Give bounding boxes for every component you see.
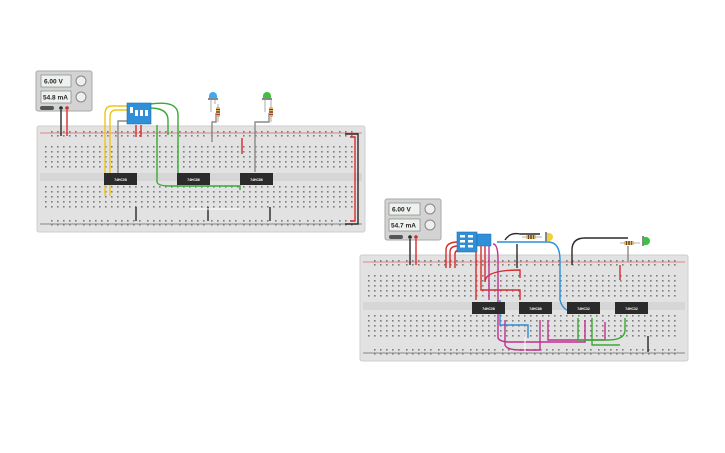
wire[interactable]: [345, 133, 359, 225]
voltage-display: [388, 202, 421, 216]
switch-toggle[interactable]: [145, 110, 148, 116]
current-display: [388, 218, 421, 232]
chip-label: 74HC86: [187, 178, 200, 182]
chip-label: 74HC86: [529, 307, 542, 311]
wire[interactable]: [547, 320, 606, 341]
resistor-1-1[interactable]: [216, 104, 220, 122]
voltage-knob[interactable]: [75, 75, 87, 87]
wire[interactable]: [149, 107, 169, 135]
led-bulb: [546, 233, 553, 241]
switch-toggle[interactable]: [468, 235, 473, 238]
chip-2-4[interactable]: 74HC32: [615, 302, 648, 314]
switch-toggle[interactable]: [460, 240, 465, 243]
chip-1-2[interactable]: 74HC86: [177, 173, 210, 185]
chip-2-1[interactable]: 74HC08: [472, 302, 505, 314]
switch-toggle[interactable]: [130, 107, 133, 113]
wire[interactable]: [350, 136, 356, 222]
wire[interactable]: [480, 240, 521, 300]
chip-1-3[interactable]: 74HC86: [240, 173, 273, 185]
chip-1-1[interactable]: 74HC08: [104, 173, 137, 185]
switch-toggle[interactable]: [460, 235, 465, 238]
chip-2-3[interactable]: 74HC32: [567, 302, 600, 314]
wire[interactable]: [211, 113, 217, 142]
led-bulb: [643, 237, 650, 245]
chip-label: 74HC32: [625, 307, 638, 311]
switch-toggle[interactable]: [468, 240, 473, 243]
switch-toggle[interactable]: [135, 110, 138, 116]
positive-terminal[interactable]: [65, 106, 69, 110]
current-knob[interactable]: [424, 219, 436, 231]
wire[interactable]: [504, 232, 540, 241]
current-knob[interactable]: [75, 91, 87, 103]
wire[interactable]: [484, 244, 521, 283]
breadboard-holes: [368, 260, 676, 355]
chip-label: 74HC32: [577, 307, 590, 311]
power-switch[interactable]: [40, 106, 54, 110]
wire[interactable]: [492, 243, 586, 343]
switch-toggle[interactable]: [468, 245, 473, 248]
chip-label: 74HC08: [114, 178, 127, 182]
chip-label: 74HC08: [482, 307, 495, 311]
resistor-2-1[interactable]: [522, 235, 542, 239]
power-supply-2[interactable]: 6.00 V 54.7 mA: [384, 198, 442, 241]
wire[interactable]: [254, 113, 270, 172]
dip-switch-2[interactable]: [456, 231, 492, 253]
led-2-green[interactable]: [642, 236, 650, 246]
positive-terminal[interactable]: [414, 235, 418, 239]
resistor-2-2[interactable]: [620, 241, 640, 245]
resistor-1-2[interactable]: [269, 100, 273, 122]
chip-label: 74HC86: [250, 178, 263, 182]
current-readout: 54.8 mA: [43, 95, 68, 102]
wire[interactable]: [591, 318, 620, 346]
led-1-green[interactable]: [262, 92, 272, 112]
wire[interactable]: [445, 241, 459, 268]
wire[interactable]: [449, 245, 459, 268]
voltage-readout: 6.00 V: [44, 79, 63, 86]
circuit-1: 6.00 V 54.8 mA: [35, 70, 366, 233]
wire[interactable]: [571, 237, 628, 265]
dip-switch-1[interactable]: [126, 102, 152, 125]
power-supply-1[interactable]: 6.00 V 54.8 mA: [35, 70, 93, 112]
led-2-yellow[interactable]: [545, 232, 553, 242]
led-bulb: [209, 92, 217, 99]
wire[interactable]: [504, 320, 541, 351]
wire[interactable]: [109, 109, 130, 196]
circuit-2: 6.00 V 54.7 mA: [359, 198, 689, 362]
current-display: [40, 90, 72, 104]
wire[interactable]: [577, 318, 626, 341]
chip-2-2[interactable]: 74HC86: [519, 302, 552, 314]
switch-toggle[interactable]: [140, 110, 143, 116]
breadboard-holes: [45, 131, 353, 226]
negative-terminal[interactable]: [408, 235, 412, 239]
switch-toggle[interactable]: [460, 245, 465, 248]
voltage-display: [40, 74, 72, 88]
power-switch[interactable]: [389, 235, 403, 239]
wire[interactable]: [104, 105, 130, 196]
wire[interactable]: [149, 102, 179, 176]
voltage-knob[interactable]: [424, 203, 436, 215]
wire[interactable]: [156, 125, 241, 190]
current-readout: 54.7 mA: [391, 223, 416, 230]
voltage-readout: 6.00 V: [392, 207, 411, 214]
led-bulb: [263, 92, 271, 99]
led-1-blue[interactable]: [208, 92, 218, 112]
negative-terminal[interactable]: [59, 106, 63, 110]
